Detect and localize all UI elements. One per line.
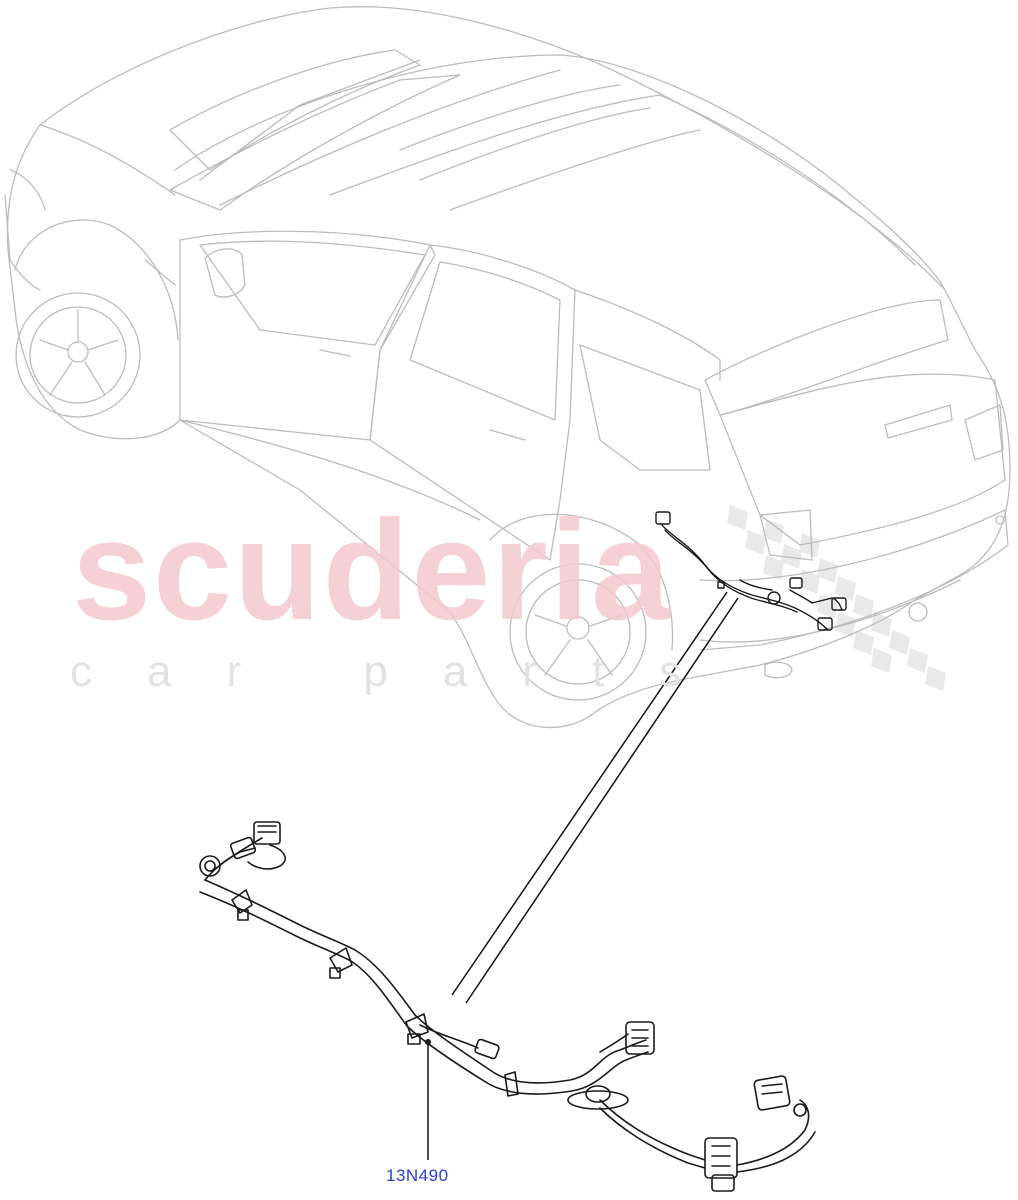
rear-wheel-spokes [534,579,623,676]
installed-harness-trunk [661,524,829,631]
leader-line-2 [465,597,739,1004]
front-grille [4,194,41,291]
connector-top-right [753,1075,791,1111]
roof-line-2 [419,107,651,181]
quarter-window [579,344,711,471]
roof-line-1 [399,84,621,151]
harness-branch-lower-right [736,1099,810,1166]
installed-grommet [767,591,781,605]
front-wheel-hub [67,341,89,363]
leader-lines [427,591,739,1160]
harness-branch-center [419,1024,479,1049]
grommet-large [567,1090,629,1110]
rear-door [369,244,576,561]
connector-lower-right [704,1137,738,1179]
wiper [199,59,421,181]
vehicle-body-outline [6,6,1011,729]
windscreen [169,74,461,211]
harness-upper-loop [247,844,286,870]
roof-rail-left [219,69,561,206]
harness-branch-lower-right-b [736,1131,816,1173]
connector-center [474,1038,500,1060]
roof-outline [174,54,946,291]
tow-ball [908,602,928,622]
connector-lower-right-detail [711,1145,731,1167]
side-mirror [204,248,246,298]
harness-detail-view [199,821,816,1192]
rear-lamp-right [964,404,1004,461]
side-vent [144,259,176,286]
connector-lower-right-foot [711,1174,735,1192]
rear-pillar [574,289,721,381]
installed-branch-mid [739,579,773,591]
front-wheel-arch [14,219,179,341]
harness-tail [599,1099,706,1161]
harness-tail-b [599,1107,706,1169]
parking-sensor [995,515,1005,525]
installed-connector-mid [789,577,803,589]
door-handle-rear [489,429,526,441]
front-wheel-rim [29,306,127,404]
grommet-left [199,855,221,877]
harness-branch-right-connector [599,1033,629,1053]
sunroof [169,49,421,171]
clip-right [504,1071,519,1097]
installed-connector-right [817,617,833,631]
installed-harness-trunk-inner [664,529,798,613]
connector-upper-left-a [229,836,257,860]
callout-part-number[interactable]: 13N490 [386,1166,449,1185]
watermark-brand: scuderia [72,491,673,650]
grommet-left-inner [204,860,216,872]
connector-top-right-cap [793,1103,807,1117]
bonnet-line [39,124,176,196]
watermark-tagline: car parts [70,647,737,696]
installed-connector-left [655,511,671,525]
roof-line-3 [449,129,701,211]
rear-spoiler [704,299,949,416]
rear-bumper [699,509,1009,651]
headlight [9,169,46,211]
rear-wheel [509,563,647,701]
harness-main-trunk-upper [204,879,647,1084]
tailgate [719,373,1006,546]
exhaust [764,661,793,679]
door-handle-front [319,349,351,357]
front-window [199,240,426,346]
connector-upper-left-b [253,821,281,845]
harness-installed-view [655,511,847,631]
grommet-large-inner [585,1085,611,1103]
leader-line-1 [451,591,728,996]
rear-window [409,261,561,421]
clip-mid-left-foot [329,967,341,979]
badge-bar [884,404,953,439]
rear-lamp-left [759,509,813,561]
connector-right-detail [631,1029,649,1047]
harness-main-trunk-lower [199,891,649,1095]
installed-branch-right [789,589,843,611]
installed-clip [717,581,725,589]
clip-mid [405,1013,429,1039]
checkered-flag-watermark [727,505,946,691]
connector-top-right-detail [761,1083,783,1095]
roof-rail-right [329,94,916,266]
clip-mid-foot [407,1033,421,1045]
rear-bumper-lower [699,579,961,643]
connector-right [625,1021,655,1055]
connector-upper-left-b-detail [257,825,277,833]
front-wheel-spokes [39,309,119,396]
rear-wheel-arch [489,513,674,651]
sill-line [179,419,481,521]
clip-left [231,889,253,914]
harness-branch-upper-left-b [211,837,263,873]
front-door [179,230,436,441]
callout-target-dot [424,1039,431,1046]
clip-left-foot [237,909,249,921]
front-wheel [15,292,141,418]
installed-connector-end [831,597,847,611]
vehicle-outline [4,6,1011,729]
